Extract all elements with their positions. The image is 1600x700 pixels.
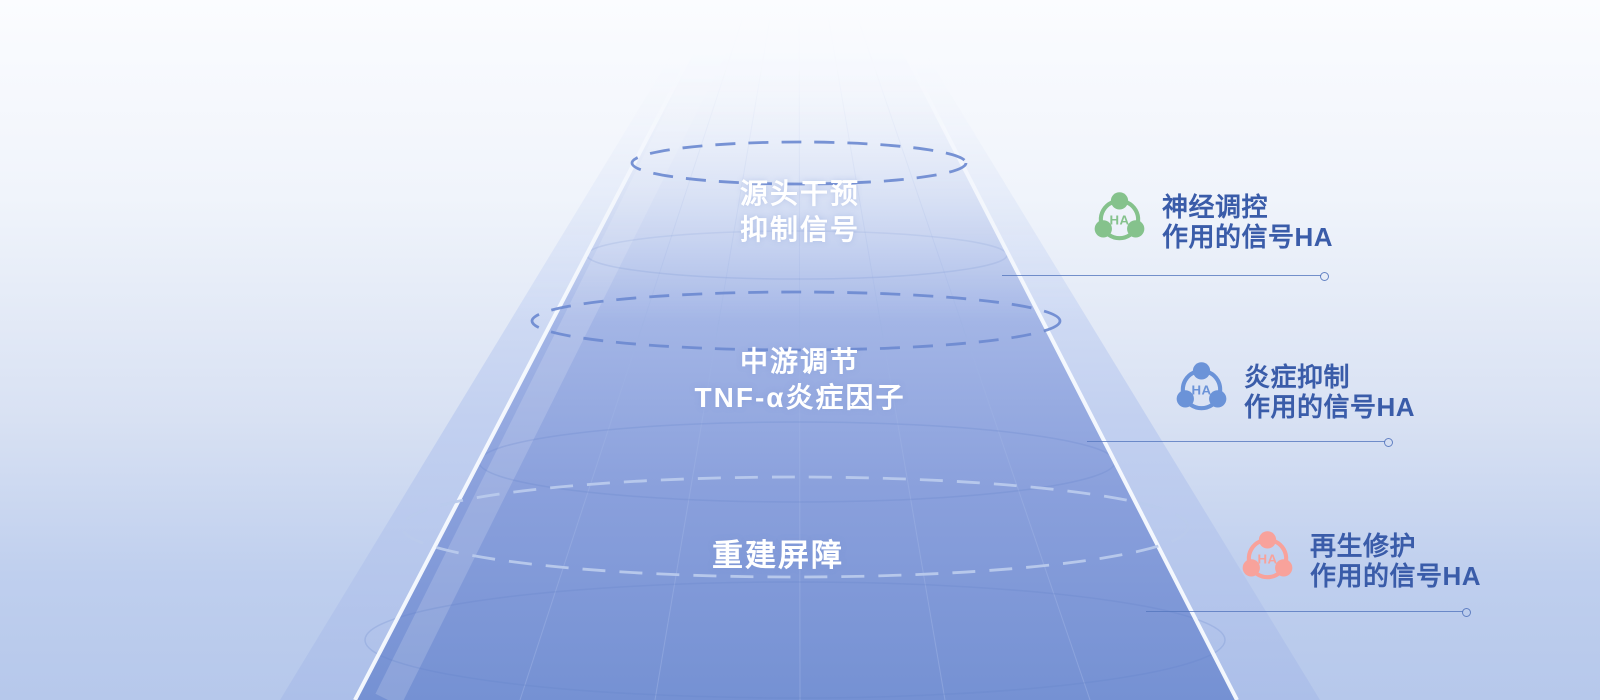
perspective-grid-lines xyxy=(519,0,1091,700)
connector-line-2 xyxy=(1087,437,1393,447)
svg-text:HA: HA xyxy=(1257,551,1277,566)
annotation-inflammation-text: 炎症抑制 作用的信号HA xyxy=(1244,362,1415,422)
tier-1-line-1: 源头干预 xyxy=(739,178,860,209)
connector-endpoint-dot xyxy=(1320,271,1329,281)
annotation-neuro-line-2: 作用的信号HA xyxy=(1162,222,1334,252)
tier-3-label: 重建屏障 xyxy=(568,538,988,574)
funnel-left-face xyxy=(280,0,719,700)
svg-text:HA: HA xyxy=(1191,382,1211,397)
tier-2-dashed-ring xyxy=(530,290,1062,352)
annotation-repair-text: 再生修护 作用的信号HA xyxy=(1310,531,1481,591)
connector-track xyxy=(1146,611,1463,612)
left-edge-line xyxy=(353,0,721,700)
funnel-right-face xyxy=(878,0,1320,700)
annotation-inflammation-line-1: 炎症抑制 xyxy=(1244,362,1351,392)
tier-1-dashed-ring xyxy=(630,140,968,186)
front-face-left-highlight xyxy=(375,0,750,700)
connector-line-1 xyxy=(1002,271,1329,281)
annotation-neuro-text: 神经调控 作用的信号HA xyxy=(1162,192,1333,252)
ha-network-icon: HA xyxy=(1240,531,1295,586)
connector-track xyxy=(1087,441,1385,442)
ha-network-icon: HA xyxy=(1092,192,1147,247)
right-edge-line xyxy=(876,0,1239,700)
tier-2-label: 中游调节 TNF-α炎症因子 xyxy=(590,344,1010,416)
annotation-inflammation-line-2: 作用的信号HA xyxy=(1244,392,1416,422)
connector-line-3 xyxy=(1146,607,1471,617)
tier-2-line-2: TNF-α炎症因子 xyxy=(694,382,906,413)
annotation-repair-line-2: 作用的信号HA xyxy=(1310,561,1482,591)
annotation-neuro-line-1: 神经调控 xyxy=(1162,192,1269,222)
tier-2-line-1: 中游调节 xyxy=(739,346,860,377)
annotation-repair: HA 再生修护 作用的信号HA xyxy=(1240,531,1481,591)
tier-3-dashed-ring xyxy=(400,475,1190,579)
annotation-neuro: HA 神经调控 作用的信号HA xyxy=(1092,192,1333,252)
tier-1-label: 源头干预 抑制信号 xyxy=(590,176,1010,248)
tier-3-line-1: 重建屏障 xyxy=(712,538,844,573)
ha-network-icon: HA xyxy=(1174,362,1229,417)
annotation-inflammation: HA 炎症抑制 作用的信号HA xyxy=(1174,362,1415,422)
annotation-repair-line-1: 再生修护 xyxy=(1310,531,1417,561)
connector-endpoint-dot xyxy=(1462,607,1471,617)
svg-text:HA: HA xyxy=(1109,212,1129,227)
connector-endpoint-dot xyxy=(1384,437,1393,447)
connector-track xyxy=(1002,275,1321,276)
tier-1-line-2: 抑制信号 xyxy=(739,214,860,245)
